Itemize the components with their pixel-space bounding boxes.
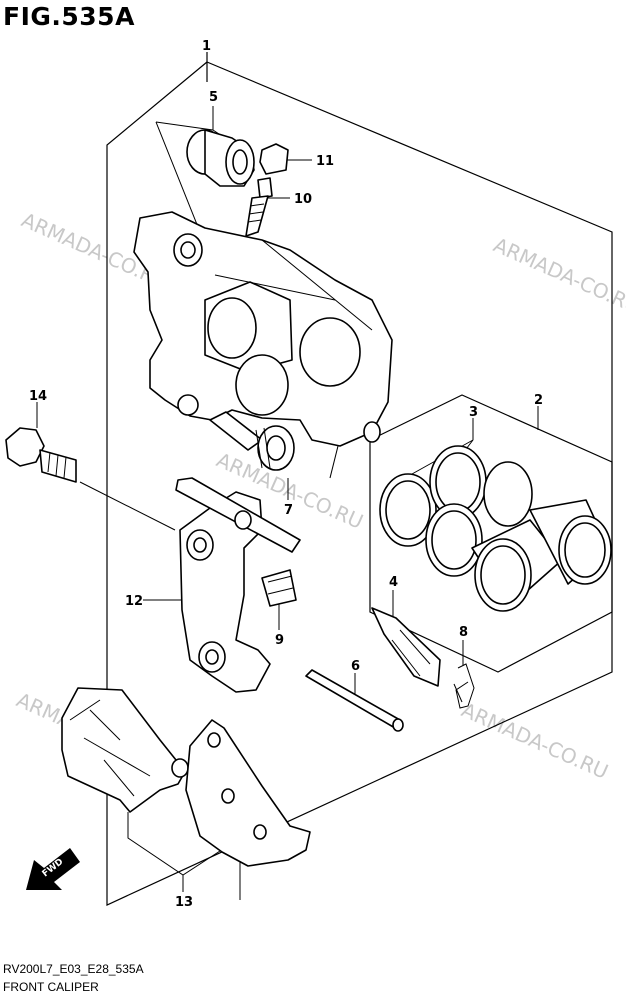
figure-title: FIG.535A [3,2,135,31]
drawing-code: RV200L7_E03_E28_535A [3,962,144,976]
callout-11: 11 [316,154,334,169]
callout-7: 7 [284,503,293,518]
part-11-bleeder-cap [259,143,289,175]
part-8-pin-clip [453,663,475,709]
part-14-slide-pin [5,427,77,483]
callout-3: 3 [469,405,478,420]
watermark-5: ARMADA-CO.RU [458,698,612,784]
assembly-frame [106,61,613,906]
callout-8: 8 [459,625,468,640]
part-10-bleeder-screw [245,177,273,237]
callout-6: 6 [351,659,360,674]
callout-12: 12 [125,594,143,609]
part-9-clip [261,569,297,607]
part-6-pad-pin [305,669,404,732]
callout-1: 1 [202,39,211,54]
figure-name: FRONT CALIPER [3,980,99,994]
part-12-bracket [175,477,301,693]
callout-numbers: 1 2 3 4 5 6 7 8 9 10 11 12 13 14 [29,39,543,910]
callout-4: 4 [389,575,398,590]
callout-10: 10 [294,192,312,207]
caliper-body [133,211,393,447]
part-5-boot [186,129,255,187]
callout-5: 5 [209,90,218,105]
part-7-pin-boot [209,411,295,471]
callout-14: 14 [29,389,47,404]
callout-2: 2 [534,393,543,408]
part-2-pistons [379,445,612,612]
fwd-arrow: FWD [26,848,80,890]
part-4-pad-spring [371,607,441,687]
watermark-2: ARMADA-CO.RU [490,233,626,319]
part-13-pads [61,687,311,867]
callout-13: 13 [175,895,193,910]
callout-9: 9 [275,633,284,648]
piston-kit-frame [369,394,613,673]
